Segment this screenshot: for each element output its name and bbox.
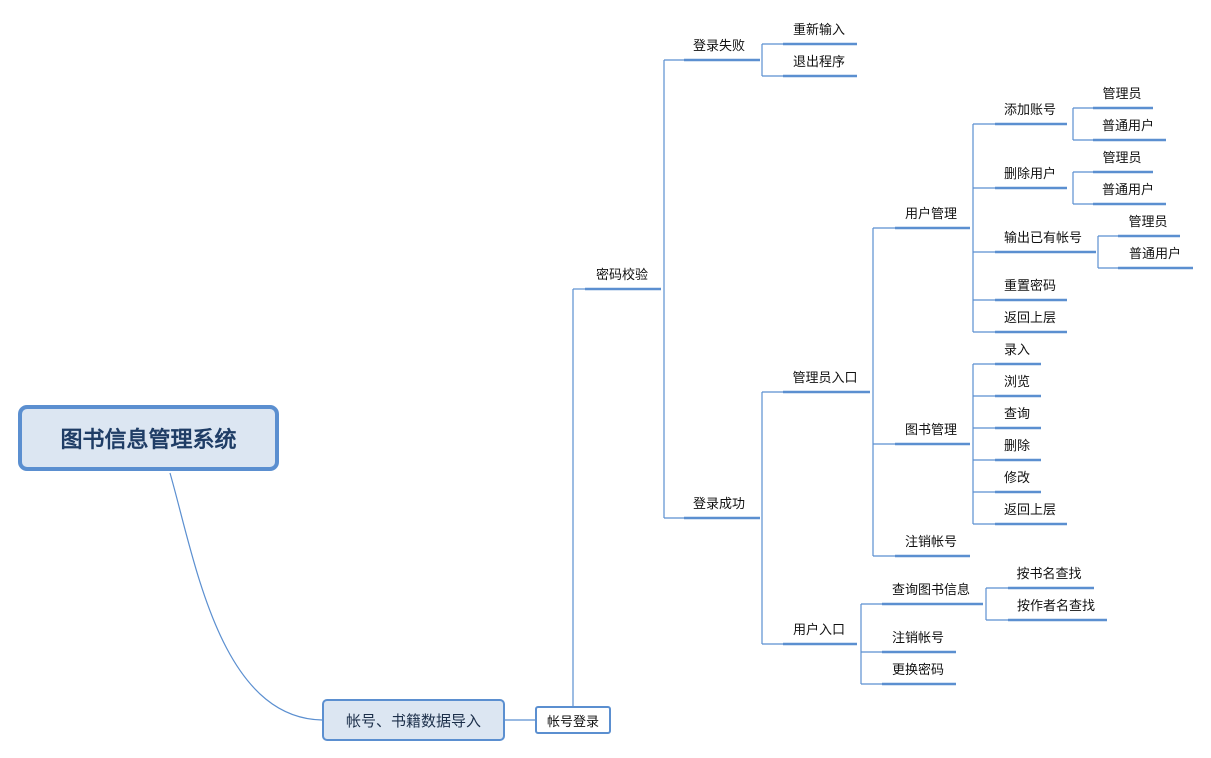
node-user-logout[interactable]: 注销帐号	[891, 631, 945, 646]
node-reset-password[interactable]: 重置密码	[1003, 279, 1057, 294]
node-user-mgmt-back[interactable]: 返回上层	[1003, 311, 1057, 326]
node-login-fail[interactable]: 登录失败	[692, 39, 746, 54]
root-topic[interactable]: 图书信息管理系统	[18, 405, 279, 471]
root-topic-label: 图书信息管理系统	[60, 428, 237, 453]
node-query-by-author[interactable]: 按作者名查找	[1016, 599, 1096, 614]
node-query-by-title[interactable]: 按书名查找	[1016, 567, 1082, 582]
node-admin-entry[interactable]: 管理员入口	[792, 371, 858, 386]
node-book-input[interactable]: 录入	[1003, 343, 1031, 358]
node-query-books[interactable]: 查询图书信息	[891, 583, 971, 598]
node-book-mgmt[interactable]: 图书管理	[904, 423, 958, 438]
login-topic[interactable]: 帐号登录	[535, 706, 611, 734]
node-add-account[interactable]: 添加账号	[1003, 103, 1057, 118]
login-topic-label: 帐号登录	[546, 714, 599, 730]
node-book-delete[interactable]: 删除	[1003, 439, 1031, 454]
node-list-accounts-user[interactable]: 普通用户	[1128, 247, 1182, 262]
node-password-check[interactable]: 密码校验	[595, 268, 649, 283]
main-topic[interactable]: 帐号、书籍数据导入	[322, 699, 505, 741]
root-to-main-curve	[169, 472, 323, 721]
main-topic-label: 帐号、书籍数据导入	[345, 711, 481, 730]
node-change-password[interactable]: 更换密码	[891, 663, 945, 678]
node-retry[interactable]: 重新输入	[792, 23, 846, 38]
node-book-mgmt-back[interactable]: 返回上层	[1003, 503, 1057, 518]
node-add-account-admin[interactable]: 管理员	[1102, 87, 1142, 102]
node-delete-user-user[interactable]: 普通用户	[1101, 183, 1155, 198]
node-user-mgmt[interactable]: 用户管理	[904, 207, 958, 222]
node-book-modify[interactable]: 修改	[1003, 471, 1031, 486]
node-admin-logout[interactable]: 注销帐号	[904, 535, 958, 550]
node-list-accounts-admin[interactable]: 管理员	[1128, 215, 1168, 230]
node-exit[interactable]: 退出程序	[792, 55, 846, 70]
node-delete-user-admin[interactable]: 管理员	[1102, 151, 1142, 166]
node-delete-user[interactable]: 删除用户	[1003, 167, 1057, 182]
node-book-query[interactable]: 查询	[1003, 407, 1031, 422]
node-add-account-user[interactable]: 普通用户	[1101, 119, 1155, 134]
node-login-success[interactable]: 登录成功	[692, 497, 746, 512]
node-user-entry[interactable]: 用户入口	[792, 623, 846, 638]
node-list-accounts[interactable]: 输出已有帐号	[1003, 231, 1083, 246]
node-book-browse[interactable]: 浏览	[1003, 375, 1031, 390]
